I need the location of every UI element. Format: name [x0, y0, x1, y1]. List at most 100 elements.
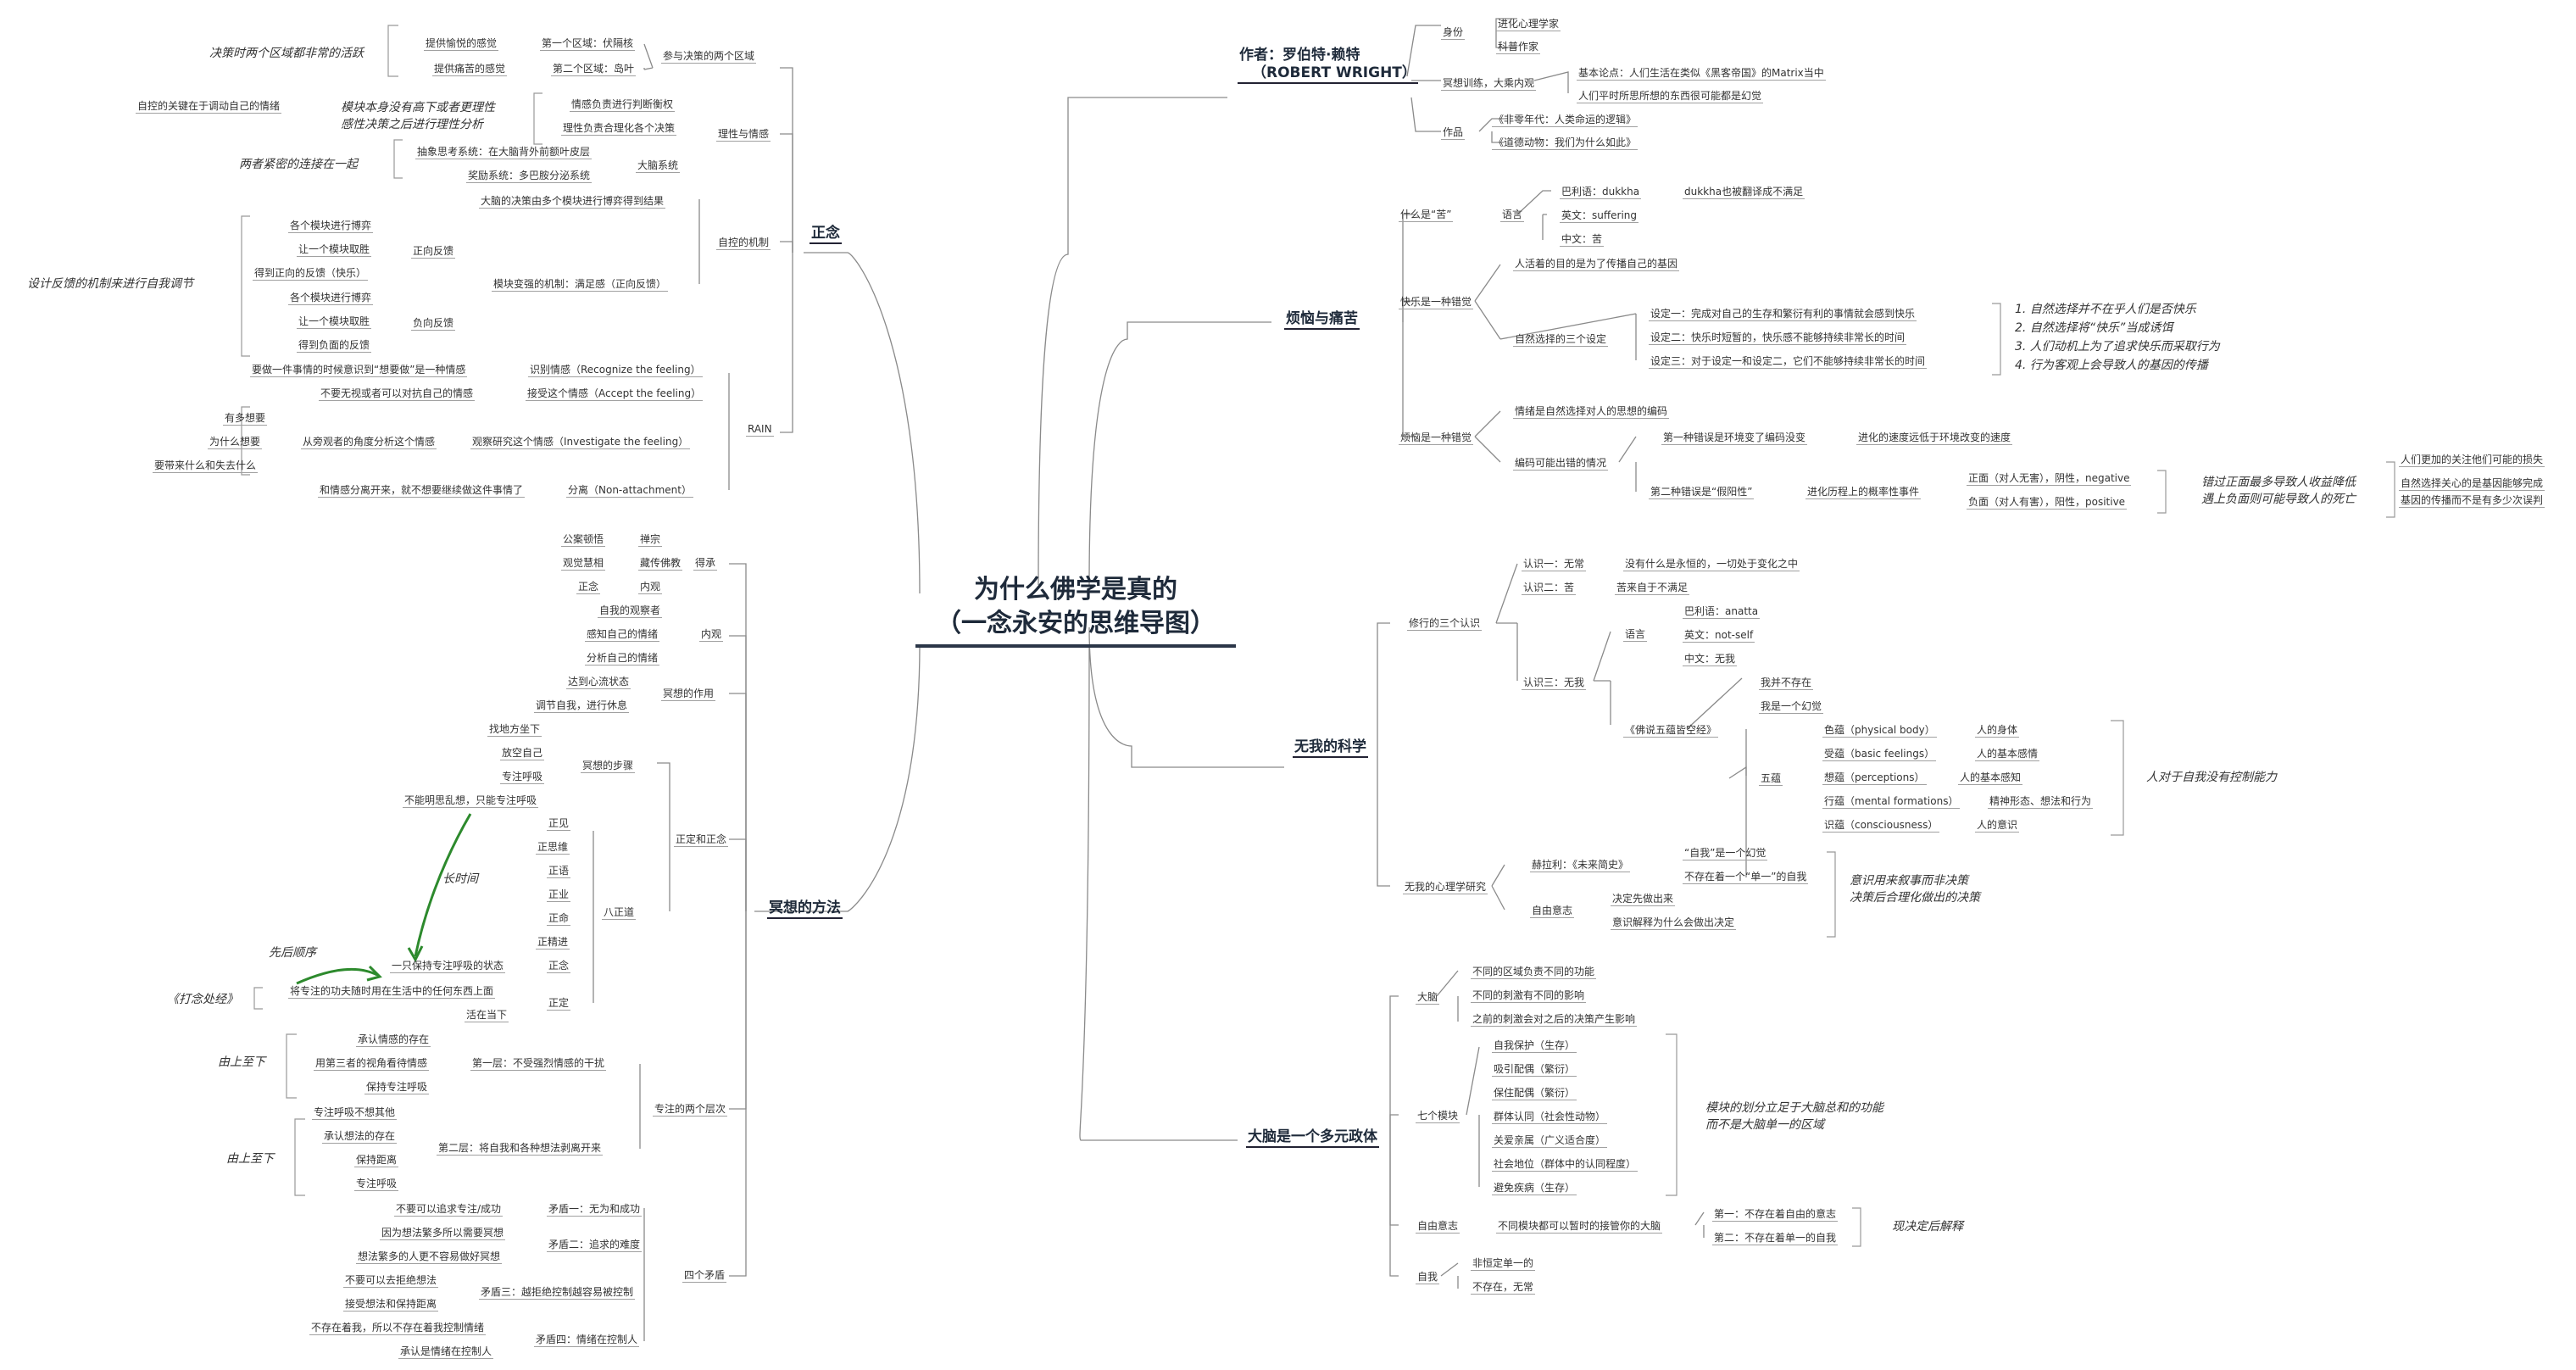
brain-system-1[interactable]: 抽象思考系统：在大脑背外前额叶皮层	[415, 146, 593, 159]
level-1-item-3[interactable]: 保持专注呼吸	[364, 1081, 430, 1094]
contradiction-2[interactable]: 矛盾二：追求的难度	[547, 1239, 643, 1252]
level-2-item-2[interactable]: 承认想法的存在	[322, 1130, 398, 1144]
contradiction-3[interactable]: 矛盾三：越拒绝控制越容易被控制	[479, 1286, 636, 1300]
branch-brain[interactable]: 大脑是一个多元政体	[1246, 1128, 1379, 1148]
rain-accept[interactable]: 接受这个情感（Accept the feeling）	[526, 387, 704, 401]
module-3[interactable]: 保住配偶（繁衍）	[1492, 1087, 1577, 1100]
level-2-item-4[interactable]: 专注呼吸	[354, 1178, 399, 1191]
brain-free-will-1[interactable]: 第一：不存在着自由的意志	[1712, 1208, 1839, 1222]
path-3[interactable]: 正语	[547, 865, 571, 878]
free-will-1[interactable]: 决定先做出来	[1611, 893, 1676, 906]
author-work-2[interactable]: 《道德动物：我们为什么如此》	[1492, 136, 1639, 150]
step-2[interactable]: 放空自己	[500, 747, 545, 760]
four-contradictions[interactable]: 四个矛盾	[682, 1269, 727, 1283]
contradiction-3-item-2[interactable]: 接受想法和保持距离	[343, 1298, 439, 1312]
brain-system-2[interactable]: 奖励系统：多巴胺分泌系统	[466, 170, 593, 183]
branch-suffering[interactable]: 烦恼与痛苦	[1284, 309, 1360, 330]
pos-item-2[interactable]: 让一个模块取胜	[297, 243, 372, 257]
view-1-note[interactable]: 没有什么是永恒的，一切处于变化之中	[1623, 558, 1800, 571]
brain-self-2[interactable]: 不存在，无常	[1471, 1281, 1536, 1295]
harari-2[interactable]: 不存在着一个“单一”的自我	[1683, 871, 1809, 884]
author-basic-argument[interactable]: 基本论点：人们生活在类似《黑客帝国》的Matrix当中	[1577, 67, 1826, 81]
reason-emotion-2[interactable]: 理性负责合理化各个决策	[561, 122, 677, 136]
self-control-key[interactable]: 自控的关键在于调动自己的情绪	[136, 100, 282, 114]
error-2[interactable]: 第二种错误是“假阳性”	[1649, 486, 1755, 499]
path-4[interactable]: 正业	[547, 888, 571, 902]
brain-free-will-2[interactable]: 第二：不存在着单一的自我	[1712, 1232, 1839, 1245]
contradiction-3-item-1[interactable]: 不要可以去拒绝想法	[343, 1274, 439, 1288]
nonself-pali[interactable]: 巴利语：anatta	[1683, 605, 1761, 619]
level-1-item-2[interactable]: 用第三者的视角看待情感	[314, 1057, 430, 1071]
author-basic-argument-sub[interactable]: 人们平时所思所想的东西很可能都是幻觉	[1577, 90, 1764, 103]
path-7[interactable]: 正念	[547, 960, 571, 973]
seven-modules[interactable]: 七个模块	[1416, 1110, 1460, 1123]
eightfold-path[interactable]: 八正道	[602, 906, 637, 920]
brain-free-will[interactable]: 自由意志	[1416, 1220, 1460, 1234]
rain-investigate[interactable]: 观察研究这个情感（Investigate the feeling）	[470, 436, 691, 449]
branch-meditation[interactable]: 冥想的方法	[767, 899, 843, 919]
brain-systems[interactable]: 大脑系统	[636, 159, 681, 173]
positive-feedback[interactable]: 正向反馈	[411, 245, 456, 259]
author-identity-2[interactable]: 科普作家	[1496, 41, 1541, 54]
right-concentration-label-1[interactable]: 将专注的功夫随时用在生活中的任何东西上面	[288, 985, 496, 999]
branch-mindfulness[interactable]: 正念	[810, 224, 842, 244]
nonself-free-will[interactable]: 自由意志	[1530, 905, 1575, 918]
rain-recognize[interactable]: 识别情感（Recognize the feeling）	[528, 364, 703, 377]
error-negative[interactable]: 负面（对人有害），阳性，positive	[1967, 496, 2128, 510]
skandha-5-meaning[interactable]: 人的意识	[1975, 819, 2020, 833]
rain-n-label[interactable]: 和情感分离开来，就不想要继续做这件事情了	[318, 484, 526, 498]
skandha-4-name[interactable]: 行蕴（mental formations）	[1822, 795, 1961, 809]
setting-3[interactable]: 设定三：对于设定一和设定二，它们不能够持续非常长的时间	[1649, 355, 1928, 369]
neg-item-3[interactable]: 得到负面的反馈	[297, 339, 372, 353]
module-1[interactable]: 自我保护（生存）	[1492, 1039, 1577, 1053]
precepts[interactable]: 得承	[693, 557, 718, 571]
suffering-language[interactable]: 语言	[1500, 209, 1525, 222]
right-concentration[interactable]: 正定和正念	[674, 833, 729, 847]
insight-3[interactable]: 分析自己的情绪	[585, 652, 660, 666]
author-node[interactable]: 作者：罗伯特·赖特 （ROBERT WRIGHT）	[1238, 47, 1418, 84]
contradiction-4-item-2[interactable]: 承认是情绪在控制人	[398, 1345, 494, 1359]
pos-item-1[interactable]: 各个模块进行博弈	[288, 220, 374, 233]
level-2-item-3[interactable]: 保持距离	[354, 1154, 399, 1167]
insight-1[interactable]: 自我的观察者	[598, 604, 663, 618]
view-2-note[interactable]: 苦来自于不满足	[1615, 582, 1690, 595]
two-regions[interactable]: 参与决策的两个区域	[661, 50, 757, 64]
skandha-1-meaning[interactable]: 人的身体	[1975, 724, 2020, 738]
contradiction-1-label[interactable]: 不要可以追求专注/成功	[394, 1203, 504, 1217]
brain-free-will-item[interactable]: 不同模块都可以暂时的接管你的大脑	[1496, 1220, 1663, 1234]
negative-feedback[interactable]: 负向反馈	[411, 317, 456, 331]
module-4[interactable]: 群体认同（社会性动物）	[1492, 1111, 1608, 1124]
not-exist[interactable]: 我并不存在	[1759, 677, 1814, 690]
brain-self-1[interactable]: 非恒定单一的	[1471, 1257, 1536, 1271]
reason-emotion[interactable]: 理性与情感	[716, 128, 771, 142]
step-4[interactable]: 不能明思乱想，只能专注呼吸	[403, 794, 539, 808]
insight-2[interactable]: 感知自己的情绪	[585, 628, 660, 642]
precept-3-a[interactable]: 正念	[576, 581, 601, 594]
module-7[interactable]: 避免疾病（生存）	[1492, 1182, 1577, 1195]
path-5[interactable]: 正命	[547, 912, 571, 926]
nonself-english[interactable]: 英文：not-self	[1683, 629, 1755, 643]
contradiction-1[interactable]: 矛盾一：无为和成功	[547, 1203, 643, 1217]
view-1[interactable]: 认识一：无常	[1522, 558, 1587, 571]
right-mindfulness-label[interactable]: 一只保持专注呼吸的状态	[390, 960, 506, 973]
contradiction-4[interactable]: 矛盾四：情绪在控制人	[534, 1334, 640, 1347]
module-6[interactable]: 社会地位（群体中的认同程度）	[1492, 1158, 1639, 1172]
five-skandhas[interactable]: 五蕴	[1759, 772, 1783, 786]
skandha-2-name[interactable]: 受蕴（basic feelings）	[1822, 748, 1937, 761]
insight[interactable]: 内观	[699, 628, 724, 642]
what-is-suffering[interactable]: 什么是“苦”	[1399, 209, 1454, 222]
rain[interactable]: RAIN	[746, 423, 774, 437]
natural-select-note-2[interactable]: 基因的传播而不是有多少次误判	[2399, 494, 2545, 508]
pos-item-3[interactable]: 得到正向的反馈（快乐）	[253, 267, 369, 281]
rain-r-label[interactable]: 要做一件事情的时候意识到“想要做”是一种情感	[250, 364, 468, 377]
rain-a-label[interactable]: 不要无视或者可以对抗自己的情感	[319, 387, 476, 401]
self-control-feedback[interactable]: 模块变强的机制：满足感（正向反馈）	[492, 278, 669, 292]
precept-1-a[interactable]: 公案顿悟	[561, 533, 606, 547]
skandha-3-name[interactable]: 想蕴（perceptions）	[1822, 771, 1927, 785]
suffering-pali[interactable]: 巴利语：dukkha	[1560, 186, 1642, 199]
brain-self[interactable]: 自我	[1416, 1271, 1440, 1284]
author-identity-1[interactable]: 进化心理学家	[1496, 18, 1561, 31]
skandha-2-meaning[interactable]: 人的基本感情	[1975, 748, 2040, 761]
brain-item-2[interactable]: 不同的刺激有不同的影响	[1471, 989, 1587, 1003]
pleasure-illusion[interactable]: 快乐是一种错觉	[1399, 296, 1474, 309]
